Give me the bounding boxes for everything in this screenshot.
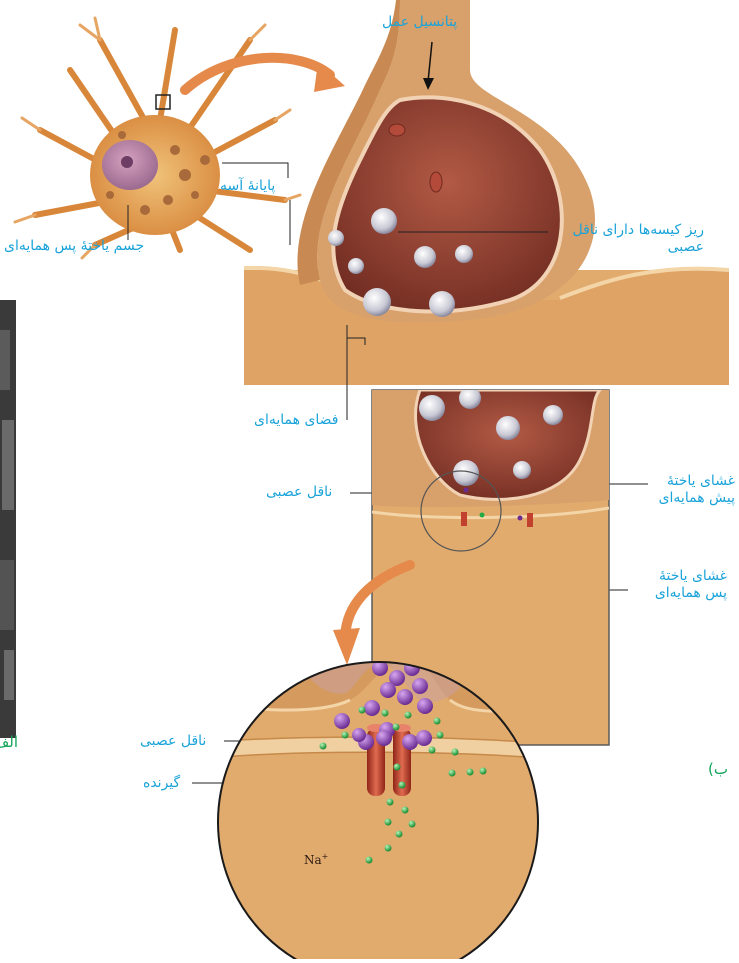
- label-receptor: گیرنده: [143, 775, 180, 792]
- panel-label-be: ب): [708, 760, 728, 778]
- label-presynaptic-line2: پیش همایه‌ای: [630, 490, 735, 507]
- label-postsynaptic-membrane: غشای یاختهٔ پس همایه‌ای: [625, 568, 727, 602]
- label-neurotransmitter-mid: ناقل عصبی: [266, 484, 332, 501]
- label-synaptic-cleft: فضای همایه‌ای: [254, 412, 339, 429]
- sodium-charge: +: [322, 852, 329, 861]
- label-postsynaptic-line1: غشای یاختهٔ: [625, 568, 727, 585]
- zoom-arrow-top: [185, 58, 330, 90]
- label-vesicles: ریز کیسه‌ها دارای ناقل عصبی: [552, 222, 704, 256]
- label-presynaptic-membrane: غشای یاختهٔ پیش همایه‌ای: [630, 473, 735, 507]
- label-presynaptic-line1: غشای یاختهٔ: [630, 473, 735, 490]
- label-postsynaptic-line2: پس همایه‌ای: [625, 585, 727, 602]
- arrow-head-top: [314, 62, 345, 92]
- panel-label-alef: الف: [0, 733, 18, 751]
- label-action-potential: پتانسیل عمل: [382, 14, 457, 31]
- arrow-head-bottom: [333, 628, 360, 665]
- axon-terminal-view: [244, 0, 729, 385]
- sodium-symbol: Na: [304, 853, 322, 867]
- label-vesicles-line2: عصبی: [552, 239, 704, 256]
- label-neurotransmitter-bottom: ناقل عصبی: [140, 733, 206, 750]
- label-vesicles-line1: ریز کیسه‌ها دارای ناقل: [552, 222, 704, 239]
- label-axon-terminal: پایانهٔ آسه: [220, 178, 275, 195]
- label-sodium-ion: Na+: [304, 852, 328, 867]
- micrograph-fragment: [0, 300, 16, 738]
- label-postsynaptic-cell-body: جسم یاختهٔ پس همایه‌ای: [4, 238, 144, 255]
